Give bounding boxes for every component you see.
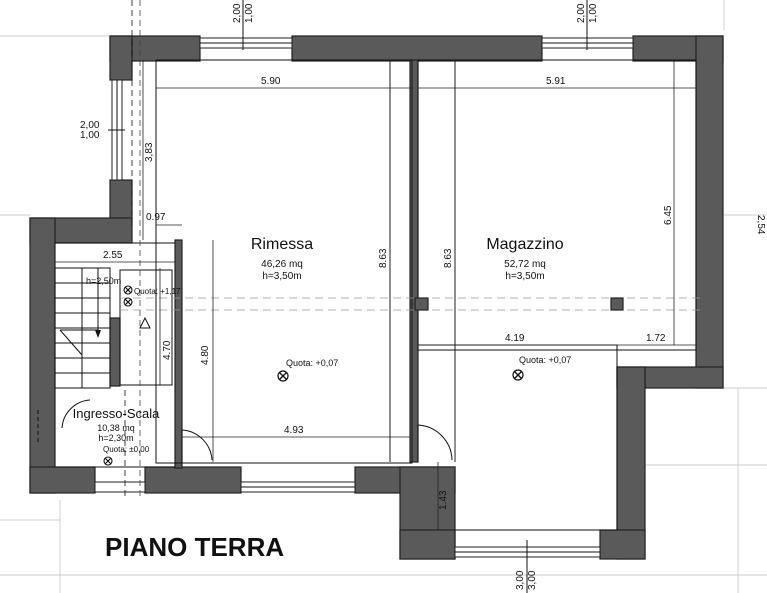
window-label-left-w: 2,00 [80, 120, 100, 131]
wall-left-upper-b [109, 179, 133, 221]
wall-bottom-ext-right [599, 529, 646, 560]
dim-left-upper: 3,83 [144, 142, 155, 162]
column-left [414, 297, 429, 311]
room-ingresso-name: Ingresso-Scala [73, 406, 160, 421]
window-label-bottom-w: 3,00 [515, 570, 526, 590]
dim-rimessa-lower: 4.80 [200, 345, 211, 365]
quota-rimessa: Quota: +0,07 [277, 358, 338, 382]
window-label-top-left-h: 1,00 [244, 3, 255, 23]
dim-stair-width: 2.55 [103, 250, 123, 261]
wall-stair-inner [109, 317, 121, 387]
room-rimessa-name: Rimessa [251, 236, 313, 253]
quota-magazzino: Quota: +0,07 [512, 355, 571, 381]
wall-bottom-2 [144, 466, 242, 494]
dim-rimessa-depth: 8.63 [378, 248, 389, 268]
dashed-lines [120, 0, 700, 500]
room-ingresso-height: h=2,30m [98, 433, 133, 443]
room-magazzino: Magazzino 52,72 mq h=3,50m [486, 236, 563, 282]
dim-magazzino-upper: 6.45 [663, 205, 674, 225]
wall-bottom-1 [29, 466, 96, 494]
door-swing-stair [61, 399, 91, 429]
wall-left-upper-a [109, 35, 133, 81]
quota-rimessa-text: Quota: +0,07 [286, 358, 338, 368]
window-label-top-left-w: 2,00 [232, 3, 243, 23]
wall-partition-center [409, 59, 419, 463]
quota-ingresso-text: Quota: ±0,00 [103, 445, 150, 454]
window-label-left-h: 1,00 [80, 130, 100, 141]
edge-label: 2,54 [755, 215, 766, 235]
quota-ingresso: Quota: ±0,00 [103, 445, 150, 466]
doors [37, 399, 453, 462]
room-ingresso: Ingresso-Scala 10,38 mq h=2,30m [73, 406, 160, 443]
wall-right [695, 35, 724, 389]
quota-stair-text: Quota: +1,17 [134, 287, 181, 296]
room-rimessa-area: 46,26 mq [261, 259, 303, 270]
dim-magazzino-depth: 8.63 [443, 248, 454, 268]
dim-stair-length: 4.70 [162, 340, 173, 360]
staircase [54, 267, 173, 389]
room-magazzino-area: 52,72 mq [504, 259, 546, 270]
dim-rimessa-bottom: 4.93 [284, 425, 304, 436]
room-rimessa-height: h=3,50m [262, 271, 301, 282]
wall-far-left [29, 217, 56, 494]
wall-bottom-ext-leftcap [399, 529, 456, 560]
door-swing-ingresso [181, 429, 213, 462]
dim-corridor: 0.97 [146, 212, 166, 223]
column-right [610, 297, 624, 311]
room-ingresso-area: 10,38 mq [97, 423, 135, 433]
wall-top-mid [291, 35, 543, 62]
stair-height-label: h=2,50m [86, 276, 121, 286]
room-magazzino-height: h=3,50m [505, 271, 544, 282]
dim-magazzino-lower: 4.19 [505, 333, 525, 344]
window-label-bottom-h: 3,00 [527, 570, 538, 590]
door-swing-magazzino [417, 424, 453, 462]
dim-magazzino-width: 5.91 [546, 76, 566, 87]
plan-title: PIANO TERRA [105, 532, 284, 562]
opening-ticks [108, 0, 588, 593]
room-rimessa: Rimessa 46,26 mq h=3,50m [251, 236, 313, 282]
window-label-top-right-h: 1,00 [588, 3, 599, 23]
dim-bottom-extension: 1.43 [438, 490, 449, 510]
window-label-top-right-w: 2,00 [576, 3, 587, 23]
window-entrance [94, 481, 146, 493]
wall-partition-left [174, 239, 183, 469]
quota-stair: Quota: +1,17 [123, 285, 181, 307]
dimension-lines [55, 60, 696, 530]
room-magazzino-name: Magazzino [486, 236, 563, 253]
dim-magazzino-right: 1.72 [646, 333, 666, 344]
quota-magazzino-text: Quota: +0,07 [519, 355, 571, 365]
dim-rimessa-width: 5.90 [261, 76, 281, 87]
